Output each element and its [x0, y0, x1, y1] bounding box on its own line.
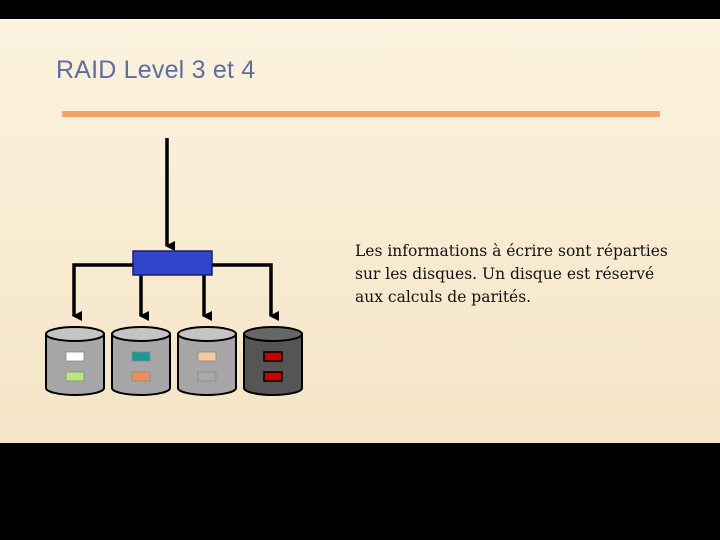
- disk-top: [111, 326, 171, 342]
- description-line-1: Les informations à écrire sont réparties: [355, 242, 668, 260]
- description-line-2: sur les disques. Un disque est réservé: [355, 265, 655, 283]
- branch-right: [212, 263, 279, 321]
- data-block: [65, 351, 85, 362]
- data-block: [197, 371, 217, 382]
- parity-disk: [243, 326, 303, 396]
- data-disk: [177, 326, 237, 396]
- parity-block: [263, 371, 283, 382]
- disk-body: [177, 333, 237, 396]
- disk-body: [243, 333, 303, 396]
- disk-top: [243, 326, 303, 342]
- data-disk: [45, 326, 105, 396]
- disk-top: [177, 326, 237, 342]
- slide-title: RAID Level 3 et 4: [56, 56, 256, 84]
- description-text: Les informations à écrire sont réparties…: [355, 240, 695, 309]
- raid-controller: [132, 250, 213, 276]
- data-block: [65, 371, 85, 382]
- parity-block: [263, 351, 283, 362]
- data-block: [131, 371, 151, 382]
- disk-group: [45, 326, 303, 396]
- data-block: [131, 351, 151, 362]
- data-disk: [111, 326, 171, 396]
- disk-body: [111, 333, 171, 396]
- branch-left: [72, 263, 133, 321]
- description-line-3: aux calculs de parités.: [355, 288, 532, 306]
- title-underline: [62, 111, 660, 117]
- data-block: [197, 351, 217, 362]
- disk-body: [45, 333, 105, 396]
- disk-top: [45, 326, 105, 342]
